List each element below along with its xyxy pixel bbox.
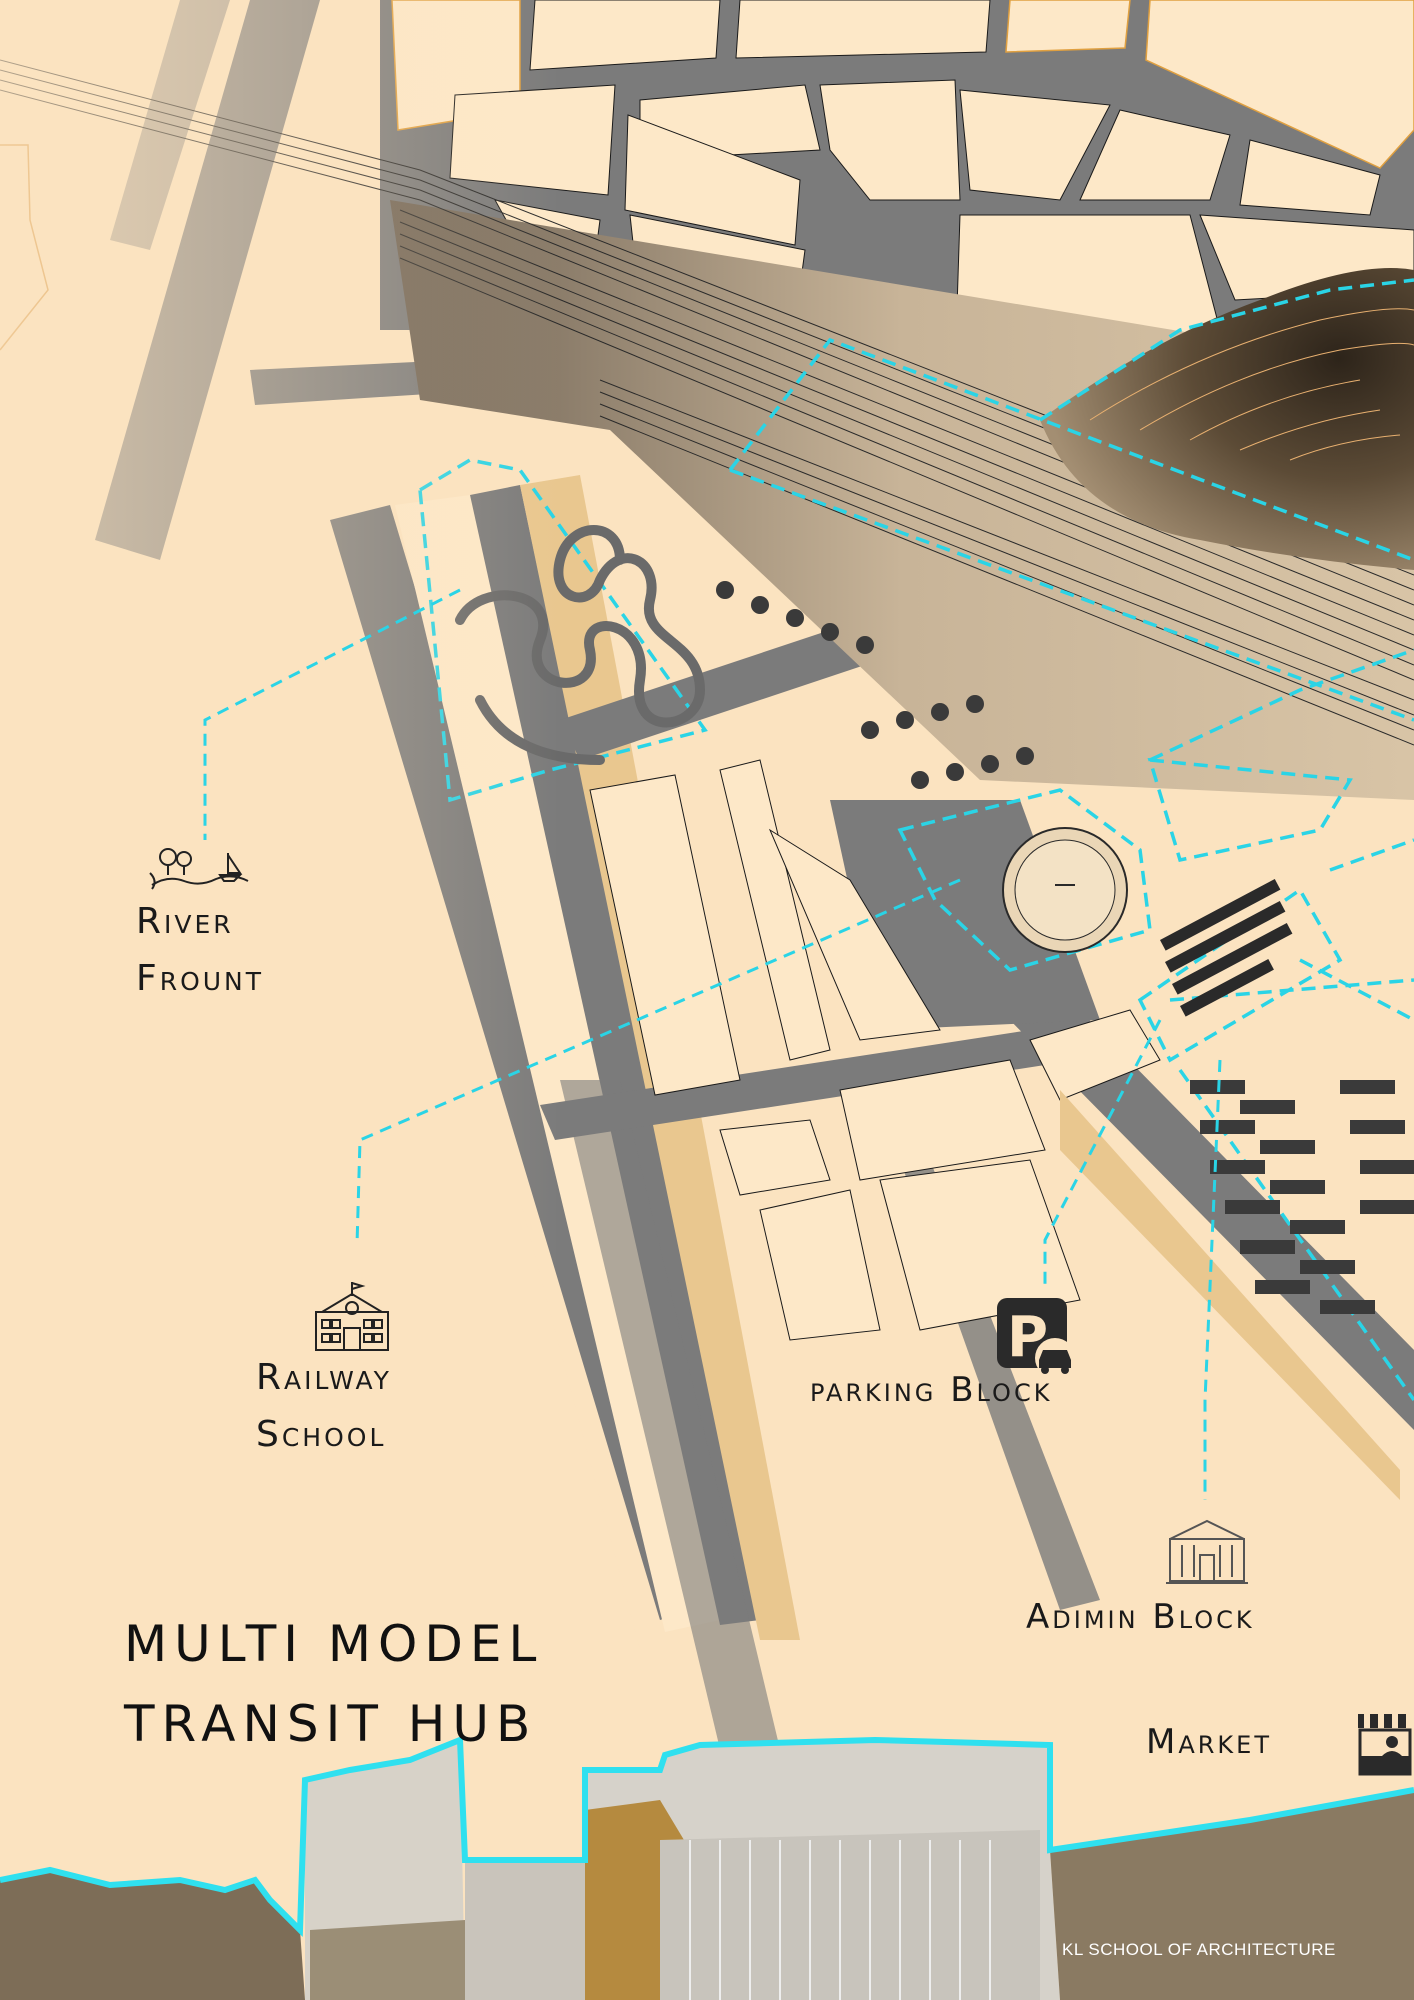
stadium bbox=[1002, 827, 1128, 953]
parking-block-label: parking Block bbox=[810, 1370, 1053, 1410]
school-label-line1: Railway bbox=[256, 1357, 392, 1398]
school-label-line2: School bbox=[256, 1414, 387, 1456]
callout-leaders bbox=[203, 588, 1222, 1500]
river-front-label: River Frount bbox=[136, 900, 264, 1000]
parking-rows bbox=[1160, 878, 1293, 1017]
railway-school-label: Railway School bbox=[256, 1356, 392, 1456]
market-icon bbox=[1358, 1714, 1412, 1776]
title-line1: MULTI MODEL bbox=[124, 1615, 544, 1673]
admin-icon bbox=[1166, 1519, 1248, 1584]
photo-collage bbox=[0, 1735, 1414, 2000]
housing-clusters bbox=[1190, 1080, 1414, 1314]
middle-blocks bbox=[589, 759, 1400, 1500]
river-label-line2: Frount bbox=[136, 958, 265, 1000]
title-line2: TRANSIT HUB bbox=[124, 1695, 538, 1753]
trees bbox=[716, 581, 1034, 789]
admin-block-label: Adimin Block bbox=[1026, 1597, 1255, 1637]
river-label-line1: River bbox=[136, 901, 234, 942]
parking-icon: P bbox=[997, 1298, 1075, 1376]
river-icon bbox=[149, 848, 249, 890]
credit-text: KL SCHOOL OF ARCHITECTURE bbox=[1062, 1940, 1336, 1959]
market-label: Market bbox=[1146, 1722, 1272, 1762]
school-icon bbox=[315, 1282, 389, 1351]
hill-contours bbox=[1040, 268, 1414, 570]
page-title: MULTI MODEL TRANSIT HUB bbox=[124, 1604, 543, 1764]
